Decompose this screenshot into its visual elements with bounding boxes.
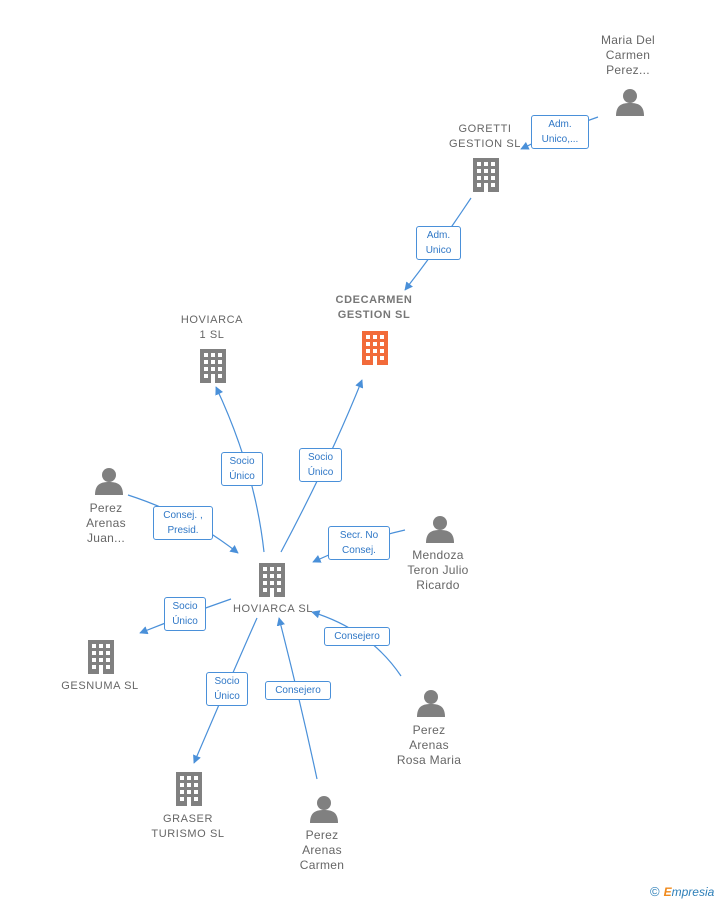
node-label-gesnuma[interactable]: GESNUMA SL <box>61 680 139 692</box>
edge-label-goretti-cdecarmen[interactable]: Adm. Unico <box>416 226 461 260</box>
node-label-cdecarmen[interactable]: CDECARMEN GESTION SL <box>335 294 413 321</box>
edge-label-carmen-hoviarca[interactable]: Consejero <box>265 681 331 700</box>
node-label-mendoza[interactable]: Mendoza Teron Julio Ricardo <box>407 548 469 592</box>
node-label-hoviarca[interactable]: HOVIARCA SL <box>233 603 313 615</box>
empresia-logo[interactable]: ©Empresia <box>650 884 714 899</box>
edge-label-hoviarca-graser[interactable]: Socio Único <box>206 672 248 706</box>
edge-label-mendoza-hoviarca[interactable]: Secr. No Consej. <box>328 526 390 560</box>
person-icon[interactable] <box>310 796 338 823</box>
edge-label-rosa-hoviarca[interactable]: Consejero <box>324 627 390 646</box>
building-icon[interactable] <box>473 158 499 192</box>
building-icon[interactable] <box>200 349 226 383</box>
building-icon[interactable] <box>88 640 114 674</box>
node-label-graser[interactable]: GRASER TURISMO SL <box>151 813 225 840</box>
node-label-carmen[interactable]: Perez Arenas Carmen <box>299 828 345 872</box>
copyright-icon: © <box>650 884 660 899</box>
person-icon[interactable] <box>95 468 123 495</box>
brand-name: mpresia <box>671 885 715 899</box>
node-label-juan[interactable]: Perez Arenas Juan... <box>86 501 126 545</box>
person-icon[interactable] <box>417 690 445 717</box>
person-icon[interactable] <box>426 516 454 543</box>
edge-label-maria-goretti[interactable]: Adm. Unico,... <box>531 115 589 149</box>
building-icon[interactable] <box>362 331 388 365</box>
brand-initial: E <box>663 885 672 899</box>
building-icon[interactable] <box>176 772 202 806</box>
node-label-hoviarca1[interactable]: HOVIARCA 1 SL <box>180 314 244 341</box>
edge-label-hoviarca-hoviarca1[interactable]: Socio Único <box>221 452 263 486</box>
node-label-goretti[interactable]: GORETTI GESTION SL <box>448 123 522 150</box>
edge-label-hoviarca-gesnuma[interactable]: Socio Único <box>164 597 206 631</box>
person-icon[interactable] <box>616 89 644 116</box>
edge-label-hoviarca-cdecarmen[interactable]: Socio Único <box>299 448 342 482</box>
edge-label-juan-hoviarca[interactable]: Consej. , Presid. <box>153 506 213 540</box>
building-icon[interactable] <box>259 563 285 597</box>
node-label-maria[interactable]: Maria Del Carmen Perez... <box>600 33 656 77</box>
node-label-rosa[interactable]: Perez Arenas Rosa Maria <box>396 723 462 767</box>
